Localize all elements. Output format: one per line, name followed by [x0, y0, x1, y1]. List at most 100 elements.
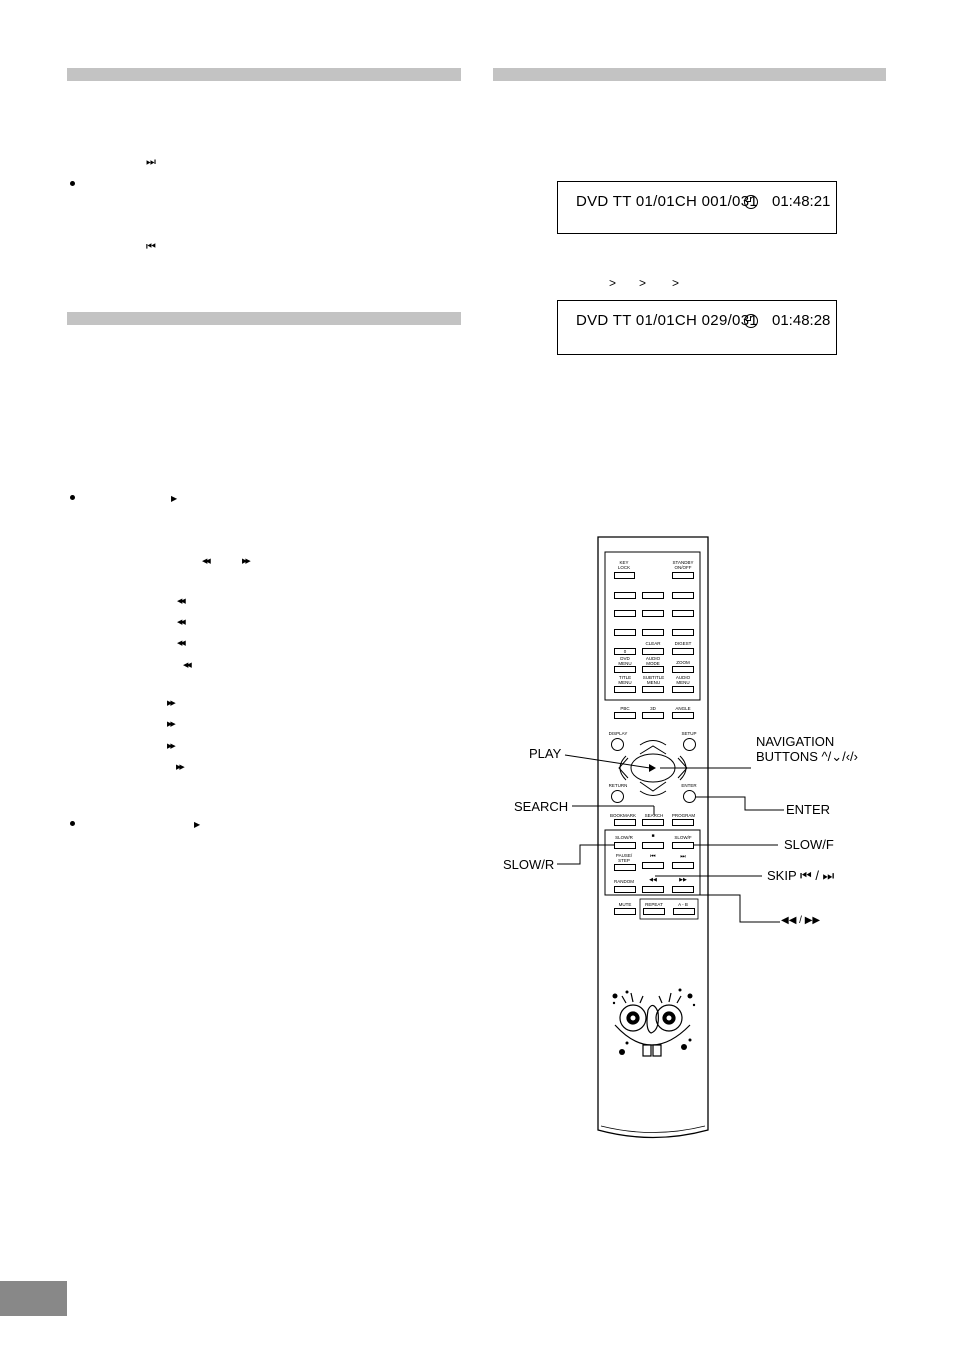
arrow-glyph: > [672, 276, 680, 290]
digit-0-button[interactable] [614, 648, 636, 655]
digit-1-button[interactable] [614, 592, 636, 599]
standby-label: STANDBY ON/OFF [672, 560, 694, 570]
slow-f-button[interactable] [672, 842, 694, 849]
display-label: DISPLAY [608, 731, 628, 736]
zoom-label: ZOOM [676, 660, 690, 665]
lcd-display-2: DVD TT 01/01CH 029/031 01:48:28 [557, 300, 837, 355]
bookmark-label: BOOKMARK [609, 813, 636, 818]
program-label: PROGRAM [671, 813, 696, 818]
enter-button[interactable] [683, 790, 696, 803]
random-label: RANDOM [614, 879, 634, 884]
arrow-glyph: > [609, 276, 617, 290]
angle-label: ANGLE [675, 706, 691, 711]
repeat-label: REPEAT [645, 902, 663, 907]
stop-label: ■ [651, 833, 655, 839]
clear-label: CLEAR [645, 641, 661, 646]
rewind-icon: ◀◀ [649, 877, 657, 883]
audio-mode-label: AUDIO MODE [645, 656, 661, 666]
lcd-status-text: DVD TT 01/01CH 029/031 [576, 312, 758, 329]
search-callout: SEARCH [514, 799, 569, 814]
digit-7-button[interactable] [614, 629, 636, 636]
pause-step-button[interactable] [614, 864, 636, 871]
fast-forward-button[interactable] [672, 886, 694, 893]
navigation-callout-line2: BUTTONS ^/⌄/‹/› [756, 749, 858, 764]
digest-button[interactable] [672, 648, 694, 655]
rewind-icon: ◀◀ [177, 640, 186, 647]
display-button[interactable] [611, 738, 624, 751]
setup-button[interactable] [683, 738, 696, 751]
bullet [70, 821, 75, 826]
clock-icon [744, 314, 758, 328]
previous-chapter-icon: ⏮ [650, 854, 656, 860]
audio-menu-label: AUDIO MENU [675, 675, 691, 685]
slow-f-label: SLOW/F [674, 835, 692, 840]
title-menu-label: TITLE MENU [618, 675, 632, 685]
digit-8-button[interactable] [642, 629, 664, 636]
subtitle-menu-button[interactable] [642, 686, 664, 693]
angle-button[interactable] [672, 712, 694, 719]
slow-r-label: SLOW/R [615, 835, 633, 840]
fast-forward-icon: ▶▶ [176, 764, 185, 771]
enter-label: ENTER [681, 783, 697, 788]
audio-mode-button[interactable] [642, 666, 664, 673]
zoom-button[interactable] [672, 666, 694, 673]
bookmark-button[interactable] [614, 819, 636, 826]
section-header-bar-left-mid [67, 312, 461, 325]
play-icon: ▶ [194, 820, 201, 829]
pause-step-label: PAUSE/ STEP [615, 853, 633, 863]
page-number-tab [0, 1281, 67, 1316]
dvd-menu-button[interactable] [614, 666, 636, 673]
skip-forward-button[interactable] [672, 862, 694, 869]
digit-4-button[interactable] [614, 610, 636, 617]
rewind-icon: ◀◀ [202, 558, 211, 565]
search-button[interactable] [642, 819, 664, 826]
subtitle-menu-label: SUBTITLE MENU [642, 675, 665, 685]
lcd-time: 01:48:28 [772, 312, 831, 329]
digit-3-button[interactable] [672, 592, 694, 599]
a-b-button[interactable] [673, 908, 695, 915]
3d-button[interactable] [642, 712, 664, 719]
stop-button[interactable] [642, 842, 664, 849]
setup-label: SETUP [681, 731, 697, 736]
digit-0-label: 0 [623, 649, 627, 654]
return-label: RETURN [608, 783, 628, 788]
next-chapter-icon: ⏭ [146, 156, 156, 168]
rewind-button[interactable] [642, 886, 664, 893]
program-button[interactable] [672, 819, 694, 826]
repeat-button[interactable] [643, 908, 665, 915]
audio-menu-button[interactable] [672, 686, 694, 693]
random-button[interactable] [614, 886, 636, 893]
rewind-icon: ◀◀ [177, 619, 186, 626]
skip-back-button[interactable] [642, 862, 664, 869]
slow-f-callout: SLOW/F [784, 837, 834, 852]
bullet [70, 495, 75, 500]
slow-r-callout: SLOW/R [503, 857, 555, 872]
digest-label: DIGEST [674, 641, 692, 646]
return-button[interactable] [611, 790, 624, 803]
slow-r-button[interactable] [614, 842, 636, 849]
skip-callout: SKIP ⏮ / ⏭ [767, 868, 835, 883]
scan-callout: ◀◀ / ▶▶ [781, 915, 821, 926]
clear-button[interactable] [642, 648, 664, 655]
mute-button[interactable] [614, 908, 636, 915]
digit-6-button[interactable] [672, 610, 694, 617]
arrow-glyph: > [639, 276, 647, 290]
digit-5-button[interactable] [642, 610, 664, 617]
fast-forward-icon: ▶▶ [679, 877, 687, 883]
pbc-button[interactable] [614, 712, 636, 719]
lcd-time: 01:48:21 [772, 193, 831, 210]
play-icon: ▶ [171, 494, 178, 503]
fast-forward-icon: ▶▶ [167, 743, 176, 750]
section-header-bar-right-top [493, 68, 886, 81]
rewind-icon: ◀◀ [177, 598, 186, 605]
standby-button[interactable] [672, 572, 694, 579]
fast-forward-icon: ▶▶ [167, 721, 176, 728]
key-lock-button[interactable] [614, 572, 635, 579]
clock-icon [744, 195, 758, 209]
pbc-label: PBC [620, 706, 630, 711]
title-menu-button[interactable] [614, 686, 636, 693]
rewind-icon: ◀◀ [183, 662, 192, 669]
digit-2-button[interactable] [642, 592, 664, 599]
digit-9-button[interactable] [672, 629, 694, 636]
